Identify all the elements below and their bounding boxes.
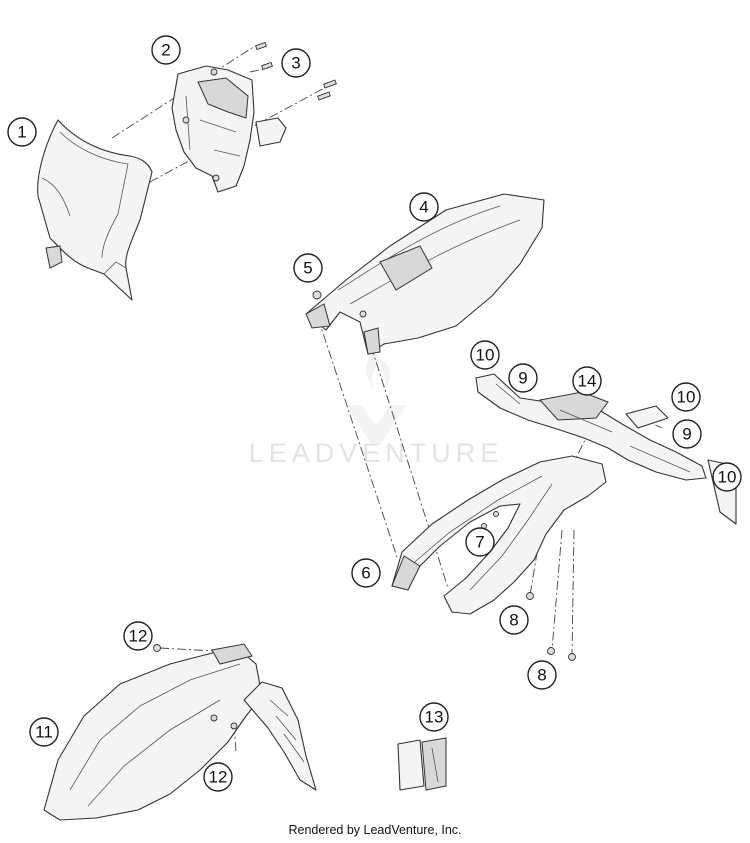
callout-12: 12 <box>203 762 233 792</box>
callout-label: 4 <box>419 198 428 217</box>
callout-6: 6 <box>351 558 381 588</box>
callout-10: 10 <box>671 382 701 412</box>
callout-label: 8 <box>509 611 518 630</box>
callout-label: 14 <box>578 372 597 391</box>
part-screws-12 <box>153 644 238 730</box>
callout-13: 13 <box>419 702 449 732</box>
callout-label: 10 <box>476 346 495 365</box>
callout-8: 8 <box>527 660 557 690</box>
callout-label: 3 <box>291 54 300 73</box>
callout-label: 6 <box>361 564 370 583</box>
watermark-text: LEADVENTURE <box>249 438 504 468</box>
part-pads-13 <box>397 737 447 791</box>
part-screws-3 <box>255 41 337 101</box>
callout-label: 11 <box>35 723 53 742</box>
footer-credit: Rendered by LeadVenture, Inc. <box>288 823 462 837</box>
callout-label: 9 <box>682 425 691 444</box>
leadventure-watermark: LEADVENTURE <box>249 352 504 468</box>
callout-10: 10 <box>470 340 500 370</box>
part-headlight-mask <box>37 119 153 301</box>
callout-label: 5 <box>303 259 312 278</box>
callout-10: 10 <box>712 462 742 492</box>
part-headlight-bracket <box>171 65 287 193</box>
callout-9: 9 <box>672 419 702 449</box>
callout-7: 7 <box>465 527 495 557</box>
callout-3: 3 <box>281 48 311 78</box>
part-lower-fender <box>43 643 317 821</box>
part-fender-brace <box>391 455 607 615</box>
callout-11: 11 <box>29 717 59 747</box>
callout-2: 2 <box>151 35 181 65</box>
callout-8: 8 <box>499 605 529 635</box>
watermark-logo-icon <box>346 352 406 445</box>
callout-label: 8 <box>537 666 546 685</box>
callout-label: 13 <box>425 708 444 727</box>
callout-5: 5 <box>293 253 323 283</box>
callout-14: 14 <box>572 366 602 396</box>
callout-9: 9 <box>508 363 538 393</box>
callout-label: 12 <box>129 627 148 646</box>
callout-4: 4 <box>409 192 439 222</box>
callout-label: 9 <box>518 369 527 388</box>
part-screw-5 <box>312 290 367 318</box>
callout-label: 1 <box>17 123 26 142</box>
callout-label: 2 <box>161 41 170 60</box>
callout-label: 12 <box>209 768 228 787</box>
callout-12: 12 <box>123 621 153 651</box>
callout-1: 1 <box>7 117 37 147</box>
part-screws-8 <box>526 592 576 661</box>
callout-label: 10 <box>718 468 737 487</box>
callout-label: 10 <box>677 388 696 407</box>
callout-label: 7 <box>475 533 484 552</box>
